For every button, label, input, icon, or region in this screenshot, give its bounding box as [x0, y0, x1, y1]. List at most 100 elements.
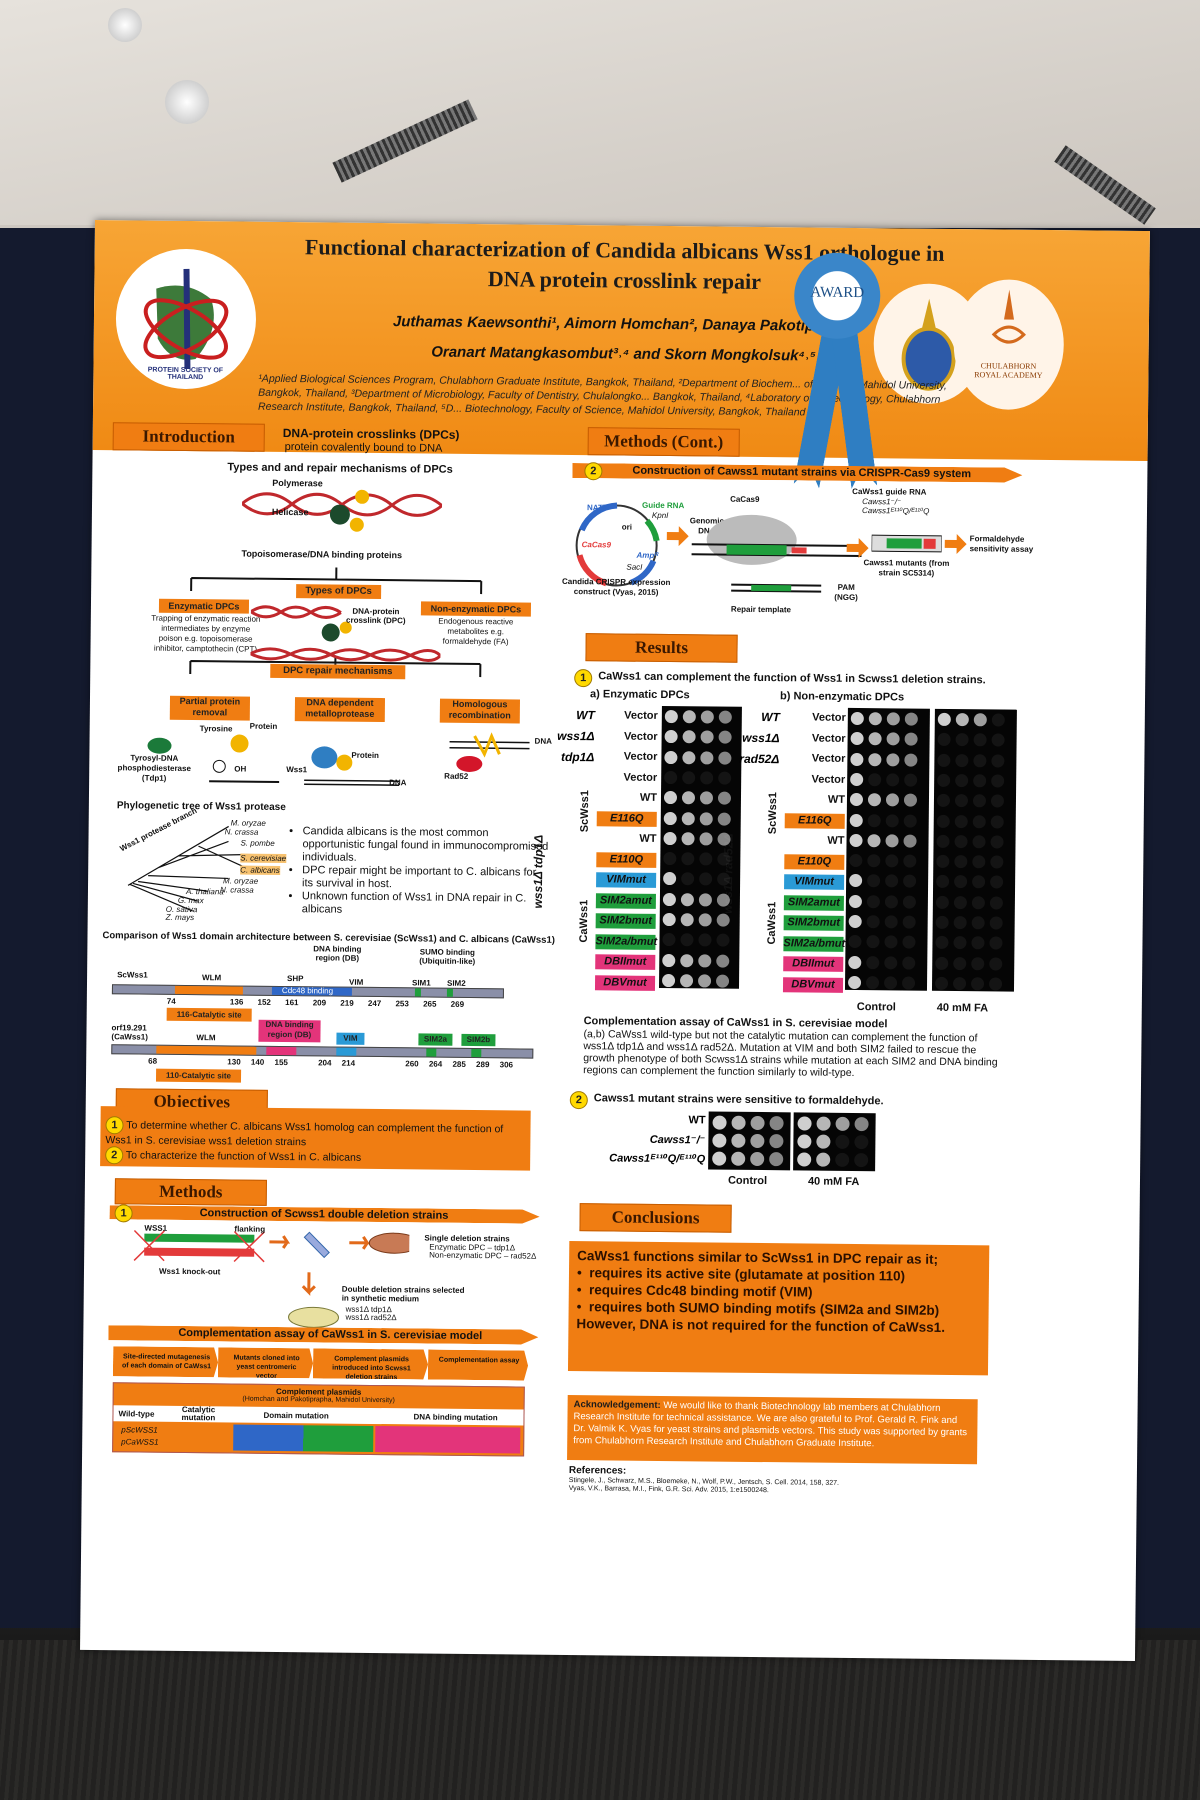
b-fa-spot [991, 774, 1005, 788]
results-2-number: 2 [569, 1091, 588, 1110]
a-control-spot [718, 771, 732, 785]
sc-sim1-label: SIM1 [411, 978, 431, 988]
b-control-spot [886, 773, 900, 787]
methods-step-1-number: 1 [114, 1204, 133, 1223]
r2-control-spot [750, 1151, 765, 1167]
a-control-spot [662, 892, 676, 906]
a-control-spot [700, 771, 714, 785]
conclusions-box: CaWss1 functions similar to ScWss1 in DP… [567, 1241, 990, 1376]
protein-society-logo: PROTEIN SOCIETY OF THAILAND [115, 248, 257, 390]
a-construct-5: WT [639, 791, 658, 804]
a-control-spot [700, 750, 714, 765]
intro-bullet-2: DPC repair might be important to C. albi… [302, 864, 548, 893]
a-control-spot [664, 750, 678, 764]
ori-label: ori [621, 522, 633, 532]
b-control-spot [849, 833, 863, 847]
phylo-species-3: S. pombe [240, 838, 275, 848]
ko-flanking: flanking [234, 1224, 266, 1234]
b-fa-spot [935, 915, 949, 929]
mutants-label: Cawss1 mutants (from strain SC5314) [863, 558, 950, 578]
a-control-spot [679, 974, 694, 988]
enzymatic-dpcs-desc: Trapping of enzymatic reaction intermedi… [151, 613, 261, 654]
ca-catalytic-site: 110-Catalytic site [155, 1068, 242, 1083]
phylo-species-9: G. max [177, 895, 204, 906]
a-control-spot [715, 974, 730, 988]
objective-2-number: 2 [105, 1146, 124, 1165]
b-control-spot [850, 752, 864, 766]
a-construct-4: Vector [623, 771, 658, 784]
sc-shp-label: SHP [287, 974, 304, 984]
panel-b-control-label: Control [856, 1001, 896, 1014]
repair-mechanisms-label: DPC repair mechanisms [270, 663, 406, 680]
ca-vim-segment [336, 1047, 357, 1056]
r2-control-spot [769, 1152, 784, 1167]
flow-step-4: Complementation assay [428, 1350, 528, 1381]
a-control-spot [717, 812, 731, 826]
comp-caption: (a,b) CaWss1 wild-type but not the catal… [583, 1028, 998, 1079]
b-construct-1: Vector [812, 711, 846, 724]
arrow-right-icon [666, 526, 689, 547]
b-control-spot [849, 813, 863, 827]
panel-a-label: a) Enzymatic DPCs [589, 688, 690, 702]
intro-bullets: Candida albicans is the most common oppo… [288, 825, 549, 919]
phylo-species-11: Z. mays [165, 912, 195, 923]
b-control-spot [884, 955, 898, 970]
a-control-spot [682, 710, 696, 724]
b-control-spot [847, 975, 862, 989]
ca-vim-label: VIM [336, 1032, 365, 1045]
reference-2: Vyas, V.K., Barrasa, M.I., Fink, G.R. Sc… [568, 1485, 769, 1495]
guide2-item-2: Cawss1ᴱ¹¹⁰Q/ᴱ¹¹⁰Q [861, 506, 930, 516]
dpc-definition: protein covalently bound to DNA [284, 440, 443, 455]
a-control-spot [680, 953, 694, 967]
poster-title: Functional characterization of Candida a… [204, 231, 1045, 300]
b-control-spot [902, 895, 916, 909]
conclusions-tail: However, DNA is not required for the fun… [576, 1316, 946, 1335]
phylo-species-8: A. thaliana [185, 886, 224, 897]
b-control-spot [850, 772, 864, 786]
tyrosine-label: Tyrosine [199, 724, 233, 734]
dpc-tree-lines [189, 567, 483, 678]
dna-label-1: DNA [389, 778, 407, 788]
results-2-title: Cawss1 mutant strains were sensitive to … [593, 1092, 884, 1108]
phylo-species-5: C. albicans [240, 865, 280, 875]
a-control-spot [716, 954, 730, 968]
b-control-spot [848, 955, 862, 969]
a-control-spot [718, 710, 732, 724]
poster-authors: Juthamas Kaewsonthi¹, Aimorn Homchan², D… [203, 305, 1044, 374]
b-fa-spot [935, 956, 949, 970]
b-control-spot [848, 914, 862, 929]
dpc-center-label: DNA-protein crosslink (DPC) [345, 606, 406, 626]
b-control-spot [886, 752, 900, 767]
affiliations: ¹Applied Biological Sciences Program, Ch… [257, 372, 947, 419]
r2-fa-spot [854, 1117, 869, 1132]
b-construct-4: Vector [811, 773, 846, 786]
b-fa-spot [970, 977, 985, 991]
b-control-spot [902, 956, 916, 970]
sc-sim2-segment [446, 988, 453, 997]
double-deletion-title: Double deletion strains selected in synt… [341, 1284, 465, 1304]
b-left-3: rad52Δ [739, 751, 780, 767]
b-control-spot [884, 915, 898, 929]
award-rosette: AWARD [793, 252, 881, 340]
methods-step-2-head: Construction of Cawss1 mutant strains vi… [572, 463, 1022, 483]
b-fa-spot [935, 895, 949, 909]
repair-mechanism-diagrams [147, 732, 530, 786]
panel-b-control-plate [844, 707, 930, 991]
b-control-spot [865, 976, 880, 990]
a-control-spot [699, 811, 713, 826]
r2-control-label: Control [727, 1174, 768, 1188]
a-construct-6: E116Q [596, 810, 657, 827]
b-control-spot [867, 813, 881, 827]
dna-binding-label: DNA binding region (DB) [313, 944, 362, 963]
saci-label: SacI [626, 562, 643, 572]
a-control-spot [697, 974, 712, 988]
comp-assay-head: Complementation assay of CaWss1 in S. ce… [108, 1325, 538, 1345]
a-construct-9: VIMmut [596, 872, 657, 888]
ca-db-segment [266, 1046, 297, 1056]
panel-b-fa-label: 40 mM FA [936, 1001, 989, 1015]
b-fa-spot [953, 916, 967, 930]
repair-metalloprotease: DNA dependent metalloprotease [294, 697, 386, 723]
single-deletion-2: Non-enzymatic DPC – rad52Δ [429, 1250, 537, 1261]
intro-bullet-1: Candida albicans is the most common oppo… [302, 825, 548, 867]
b-fa-spot [973, 713, 987, 727]
